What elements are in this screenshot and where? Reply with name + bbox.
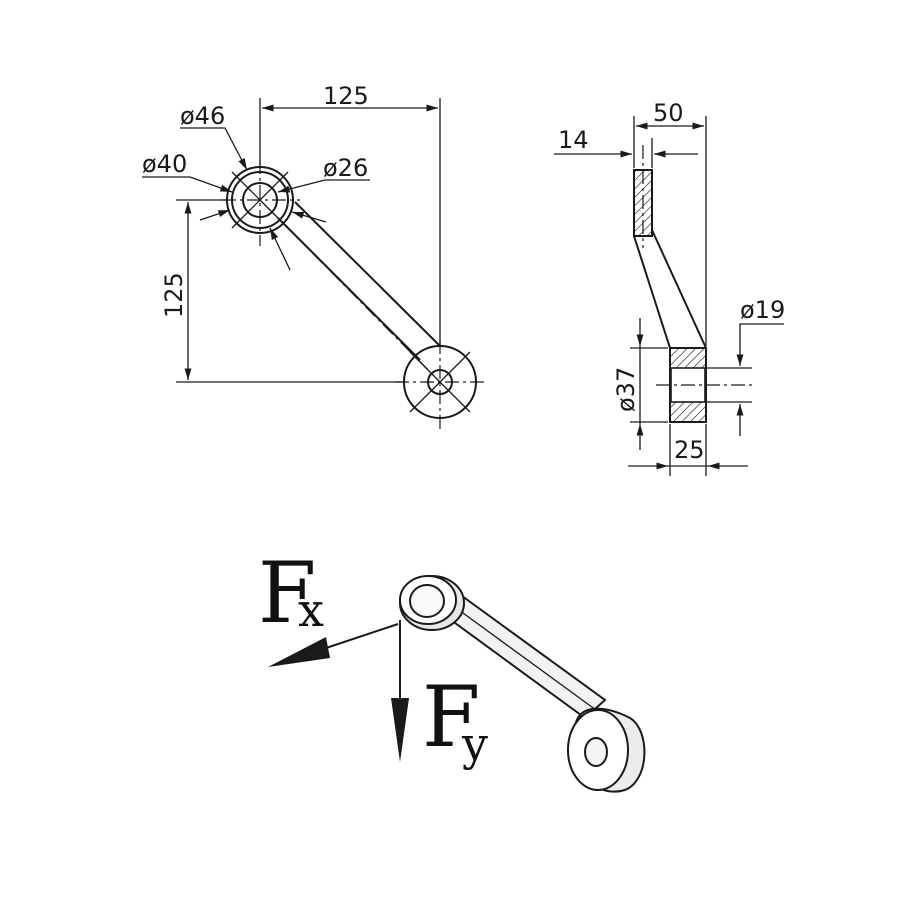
dim-label-height: 125 xyxy=(160,272,188,318)
dia-label-46: ø46 xyxy=(180,102,225,130)
dim-label-14: 14 xyxy=(558,126,589,154)
dim-label-50: 50 xyxy=(653,99,684,127)
dia-leader-26: ø26 xyxy=(277,154,370,193)
fy-subscript: y xyxy=(461,717,488,771)
fy-letter: F xyxy=(422,668,480,766)
upper-boss xyxy=(222,160,300,246)
dim-horizontal-125: 125 xyxy=(259,82,441,345)
dim-25: 25 xyxy=(628,424,748,476)
force-label-fx: F x xyxy=(258,544,324,642)
dim-dia-37: ø37 xyxy=(612,318,668,450)
lower-hub-section xyxy=(656,347,756,423)
dim-label-25: 25 xyxy=(674,436,705,464)
dia-label-19: ø19 xyxy=(740,296,785,324)
fx-subscript: x xyxy=(298,583,324,637)
top-view: 125 125 ø46 ø40 ø26 xyxy=(142,82,486,432)
arm-outline xyxy=(259,199,441,383)
force-label-fy: F y xyxy=(422,668,488,771)
iso-upper-ring xyxy=(399,575,465,631)
iso-lower-boss xyxy=(567,707,646,793)
dia-label-26: ø26 xyxy=(323,154,368,182)
lower-boss xyxy=(395,340,486,432)
isometric-part: F x F y xyxy=(258,544,646,793)
dia-label-40: ø40 xyxy=(142,150,187,178)
force-arrow-fx xyxy=(268,623,399,667)
fx-letter: F xyxy=(258,544,316,642)
dia-leader-46: ø46 xyxy=(180,102,248,171)
dim-dia-19: ø19 xyxy=(706,296,785,436)
dia-label-37: ø37 xyxy=(612,367,640,412)
dia-leader-40: ø40 xyxy=(142,150,233,193)
force-arrow-fy xyxy=(391,620,409,762)
dim-50: 50 xyxy=(633,99,707,346)
dim-label-width: 125 xyxy=(323,82,369,110)
dim-vertical-125: 125 xyxy=(160,199,402,383)
dim-14: 14 xyxy=(554,126,698,168)
side-view: 50 14 ø37 ø19 xyxy=(554,99,785,476)
